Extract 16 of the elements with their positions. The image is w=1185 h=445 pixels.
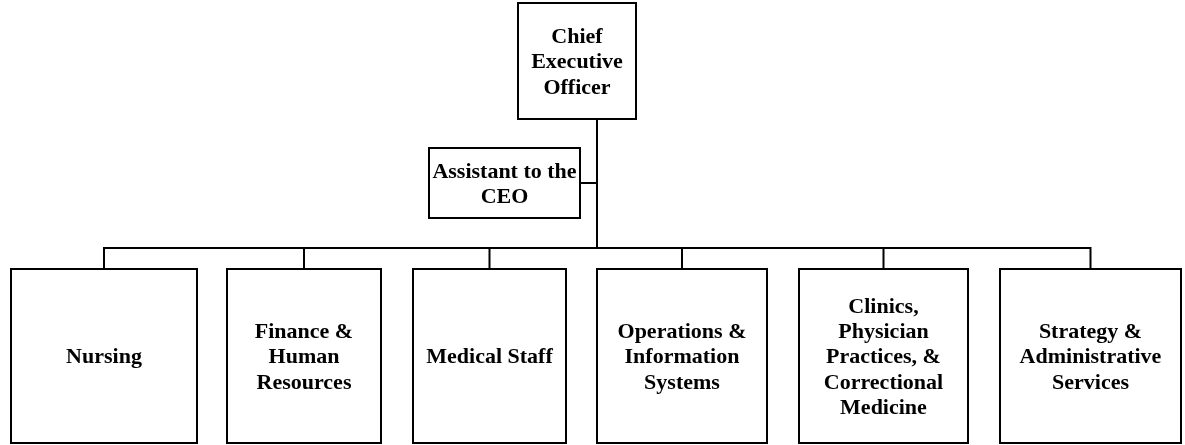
- box-label: Strategy & Administrative Services: [1018, 318, 1163, 394]
- box-label: Chief Executive Officer: [530, 23, 624, 99]
- department-box: [10, 268, 198, 444]
- box-label: Nursing: [66, 343, 142, 369]
- box-label: Finance & Human Resources: [253, 318, 355, 394]
- department-box: [412, 268, 567, 444]
- department-box: [999, 268, 1182, 444]
- box-label: Clinics, Physician Practices, & Correctional Medicine: [822, 292, 945, 420]
- box-label: Medical Staff: [426, 343, 553, 369]
- department-box: [226, 268, 382, 444]
- executive-box: [517, 2, 637, 120]
- box-label: Assistant to the CEO: [432, 157, 577, 209]
- assistant-box: [428, 147, 581, 219]
- department-box: [596, 268, 768, 444]
- box-label: Operations & Information Systems: [616, 318, 748, 394]
- department-box: [798, 268, 969, 444]
